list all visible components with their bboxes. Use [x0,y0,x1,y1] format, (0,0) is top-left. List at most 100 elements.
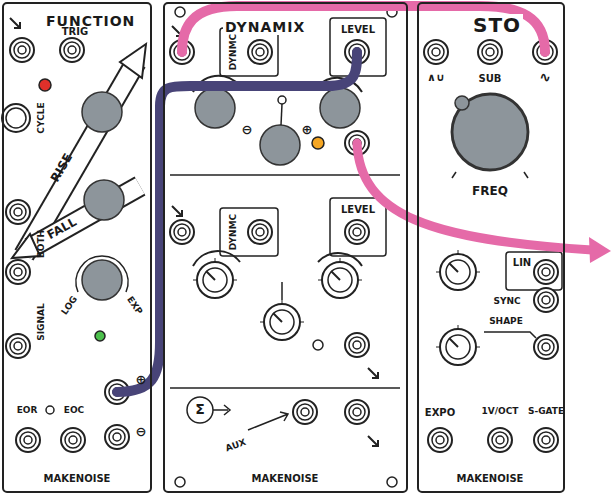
panel-circle [455,96,469,110]
panel-circle [46,406,54,414]
panel-label: SYNC [493,297,520,307]
panel-label: ⊕ [136,373,147,387]
panel-label: MAKENOISE [44,473,111,484]
panel-label: 1V/OCT [482,407,519,417]
panel-line [281,282,283,300]
panel-label: EOC [64,406,84,416]
panel-circle [313,340,323,350]
panel-use [10,18,20,28]
panel-path [213,405,230,415]
panel-use [260,125,300,165]
panel-use [534,335,558,359]
panel-circle [2,104,30,132]
panel-use [193,258,237,298]
panel-rect [2,2,152,493]
panel-use [424,40,448,64]
panel-path [318,253,362,266]
panel-use [293,400,317,424]
panel-rect [163,2,408,493]
panel-line [170,387,400,389]
panel-label: MAKENOISE [252,473,319,484]
panel-path [357,143,592,250]
panel-use [10,38,34,62]
module-panel: DYNAMIX [163,2,408,493]
panel-label: ⊖ [136,425,147,439]
panel-label: S-GATE [528,407,564,417]
panel-circle [278,96,286,104]
panel-use [172,206,182,216]
panel-label: LIN [513,257,531,268]
panel-label: ⊕ [302,123,313,137]
panel-label: BOTH [37,230,47,258]
panel-use [61,428,85,452]
panel-use [436,325,480,365]
panel-circle [6,108,26,128]
panel-label: SUB [479,73,502,84]
panel-use [368,436,378,446]
panel-use [82,260,122,300]
panel-use [478,40,502,64]
panel-rect [506,252,562,290]
panel-use [534,428,558,452]
panel-circle [175,477,185,487]
panel-use [428,428,452,452]
panel-label: SHAPE [489,317,523,327]
panel-use [452,94,528,170]
panel-use [6,260,30,284]
panel-rect [330,198,386,256]
panel-label: EXPO [425,407,455,418]
module-title: DYNAMIX [223,20,307,35]
panel-circle [175,7,185,17]
panel-path [484,332,536,338]
panel-use [534,288,558,312]
panel-label: TRIG [62,26,88,37]
panel-label: FREQ [472,185,508,198]
panel-use [170,220,194,244]
panel-use [320,88,360,128]
panel-label: EOR [17,406,38,416]
panel-use [82,92,122,132]
panel-path [76,256,128,292]
panel-use [248,40,272,64]
panel-path [193,251,240,266]
panel-use [6,334,30,358]
panel-polygon [589,237,611,263]
panel-line [452,172,456,178]
panel-use [436,250,480,290]
panel-label: Σ [195,402,205,417]
panel-circle [95,331,105,341]
panel-label: ∧∪ [427,72,445,84]
panel-label: ∿ [539,70,551,85]
panel-use [345,400,369,424]
panel-circle [187,397,213,423]
panel-use [60,38,84,62]
panel-line [524,172,528,178]
panel-label: DYNMC [229,34,239,70]
panel-use [345,333,369,357]
panel-label: ⊖ [242,123,253,137]
panel-use [84,180,124,220]
panel-use [16,428,40,452]
module-title: STO [471,14,523,36]
panel-use [345,220,369,244]
panel-label: LEVEL [341,24,375,35]
panel-path [248,412,288,430]
panel-label: SIGNAL [37,303,47,340]
panel-use [105,425,129,449]
module-panel: FUNCTION [2,2,152,493]
panel-label: DYNMC [229,214,239,250]
panel-label: LEVEL [341,204,375,215]
panel-rect [220,208,278,256]
panel-label: MAKENOISE [457,473,524,484]
panel-use [195,88,235,128]
patch-cable [117,52,357,392]
panel-line [281,104,282,125]
panel-label: CYCLE [37,102,47,133]
panel-use [534,260,558,284]
panel-circle [312,137,324,149]
panel-use [488,428,512,452]
panel-use [260,300,304,340]
panel-polygon [12,234,40,258]
